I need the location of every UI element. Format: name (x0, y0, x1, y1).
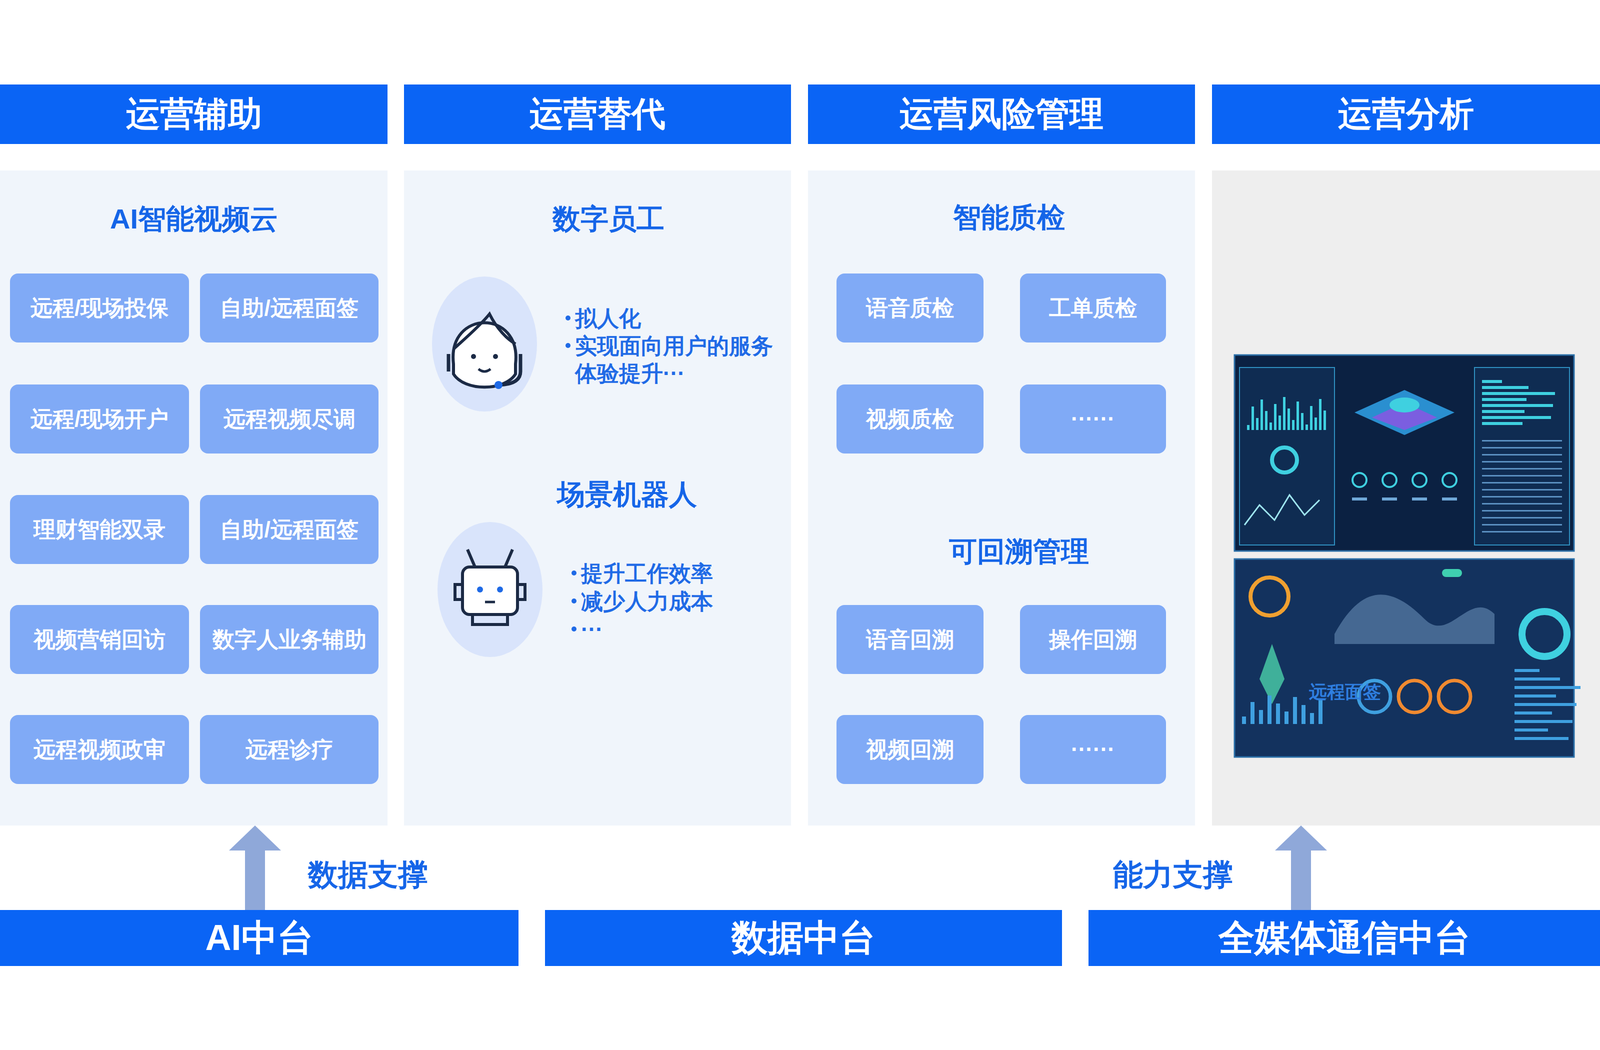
node-label: 语音回溯 (866, 626, 954, 653)
column-panel: 远程面签 (1212, 170, 1600, 826)
node-label: 运营风险管理 (899, 91, 1104, 137)
column-panel: 语音质检 工单质检视频质检 ······ 语音回溯 操作回溯视频回溯 ······ 智能质检… (808, 170, 1195, 826)
support-arrow (1275, 825, 1327, 910)
node-label: 自助/远程面签 (220, 295, 358, 322)
node-label: 运营辅助 (126, 91, 262, 137)
node-label: 远程视频政审 (33, 736, 166, 763)
node-label: 远程视频尽调 (223, 406, 356, 433)
feature-button: 工单质检 (1020, 273, 1166, 343)
panel-heading: 可回溯管理 (949, 533, 1089, 571)
feature-button: 自助/远程面签 (200, 495, 379, 564)
node-label: 视频质检 (866, 406, 954, 433)
platform-bar: 数据中台 (545, 910, 1062, 966)
node-label: 远程诊疗 (245, 736, 334, 763)
column-panel: 远程/现场投保自助/远程面签远程/现场开户远程视频尽调理财智能双录自助/远程面签… (0, 170, 388, 826)
bullet-dot (571, 598, 577, 604)
node-label: 理财智能双录 (33, 516, 166, 543)
agent-icon (432, 276, 537, 412)
node-label: 工单质检 (1049, 295, 1137, 322)
support-arrow (229, 825, 281, 910)
edge-label: 数据支撑 (305, 855, 431, 896)
bullet-text: 提升工作效率 (581, 559, 713, 587)
feature-button: 语音质检 (836, 273, 984, 343)
node-label: 全媒体通信中台 (1218, 914, 1471, 962)
feature-button: 语音回溯 (836, 605, 984, 674)
bullet-dot (565, 343, 571, 348)
dashboard-screenshot (1212, 170, 1600, 826)
feature-button: 远程视频政审 (10, 715, 189, 784)
bullet-dot (571, 626, 577, 632)
platform-bar: 全媒体通信中台 (1088, 910, 1600, 966)
column-header: 运营分析 (1212, 84, 1600, 144)
node-label: 远程/现场开户 (30, 406, 169, 433)
column-header: 运营辅助 (0, 84, 388, 144)
node-label: 视频回溯 (866, 736, 954, 763)
node-label: 操作回溯 (1049, 626, 1137, 653)
bullet-text: ··· (581, 615, 603, 643)
feature-button: 自助/远程面签 (200, 273, 379, 343)
node-label: 远程/现场投保 (30, 295, 169, 322)
robot-icon (437, 522, 543, 657)
dashboard-picture (1234, 355, 1574, 551)
platform-bar: AI中台 (0, 910, 519, 966)
panel-heading: 场景机器人 (557, 476, 697, 514)
node-label: 语音质检 (866, 295, 954, 322)
panel-heading: 智能质检 (953, 199, 1065, 237)
column-panel: 数字员工拟人化实现面向用户的服务体验提升··· 场景机器人提升工作效率减少人力成本… (404, 170, 791, 826)
bullet-dot (565, 315, 571, 321)
feature-button: 操作回溯 (1020, 605, 1166, 674)
feature-button: 远程/现场开户 (10, 384, 189, 454)
node-label: 数据中台 (731, 914, 876, 962)
panel-heading: 数字员工 (552, 200, 665, 239)
feature-button: ······ (1020, 384, 1166, 454)
node-label: 视频营销回访 (33, 626, 166, 653)
node-label: ······ (1071, 736, 1115, 763)
feature-button: 远程/现场投保 (10, 273, 189, 343)
column-header: 运营风险管理 (808, 84, 1195, 144)
feature-button: 数字人业务辅助 (200, 605, 379, 674)
node-label: AI中台 (205, 914, 314, 962)
node-label: 自助/远程面签 (220, 516, 358, 543)
bullet-dot (571, 570, 577, 576)
dashboard-overlay-text: 远程面签 (1309, 680, 1381, 705)
node-label: 数字人业务辅助 (212, 626, 367, 653)
node-label: 运营替代 (529, 91, 666, 137)
bullet-text: 减少人力成本 (581, 587, 713, 615)
panel-heading: AI智能视频云 (110, 200, 278, 239)
edge-label: 能力支撑 (1110, 855, 1236, 896)
column-header: 运营替代 (404, 84, 791, 144)
feature-button: 远程诊疗 (200, 715, 379, 784)
feature-button: 远程视频尽调 (200, 384, 379, 454)
feature-button: 视频质检 (836, 384, 984, 454)
feature-button: 视频回溯 (836, 715, 984, 784)
bullet-text: 拟人化 (575, 304, 641, 332)
feature-button: ······ (1020, 715, 1166, 784)
dashboard-picture (1234, 559, 1581, 757)
feature-button: 理财智能双录 (10, 495, 189, 564)
feature-button: 视频营销回访 (10, 605, 189, 674)
node-label: ······ (1071, 406, 1115, 433)
node-label: 运营分析 (1338, 91, 1474, 137)
bullet-text: 实现面向用户的服务体验提升··· (575, 332, 775, 387)
